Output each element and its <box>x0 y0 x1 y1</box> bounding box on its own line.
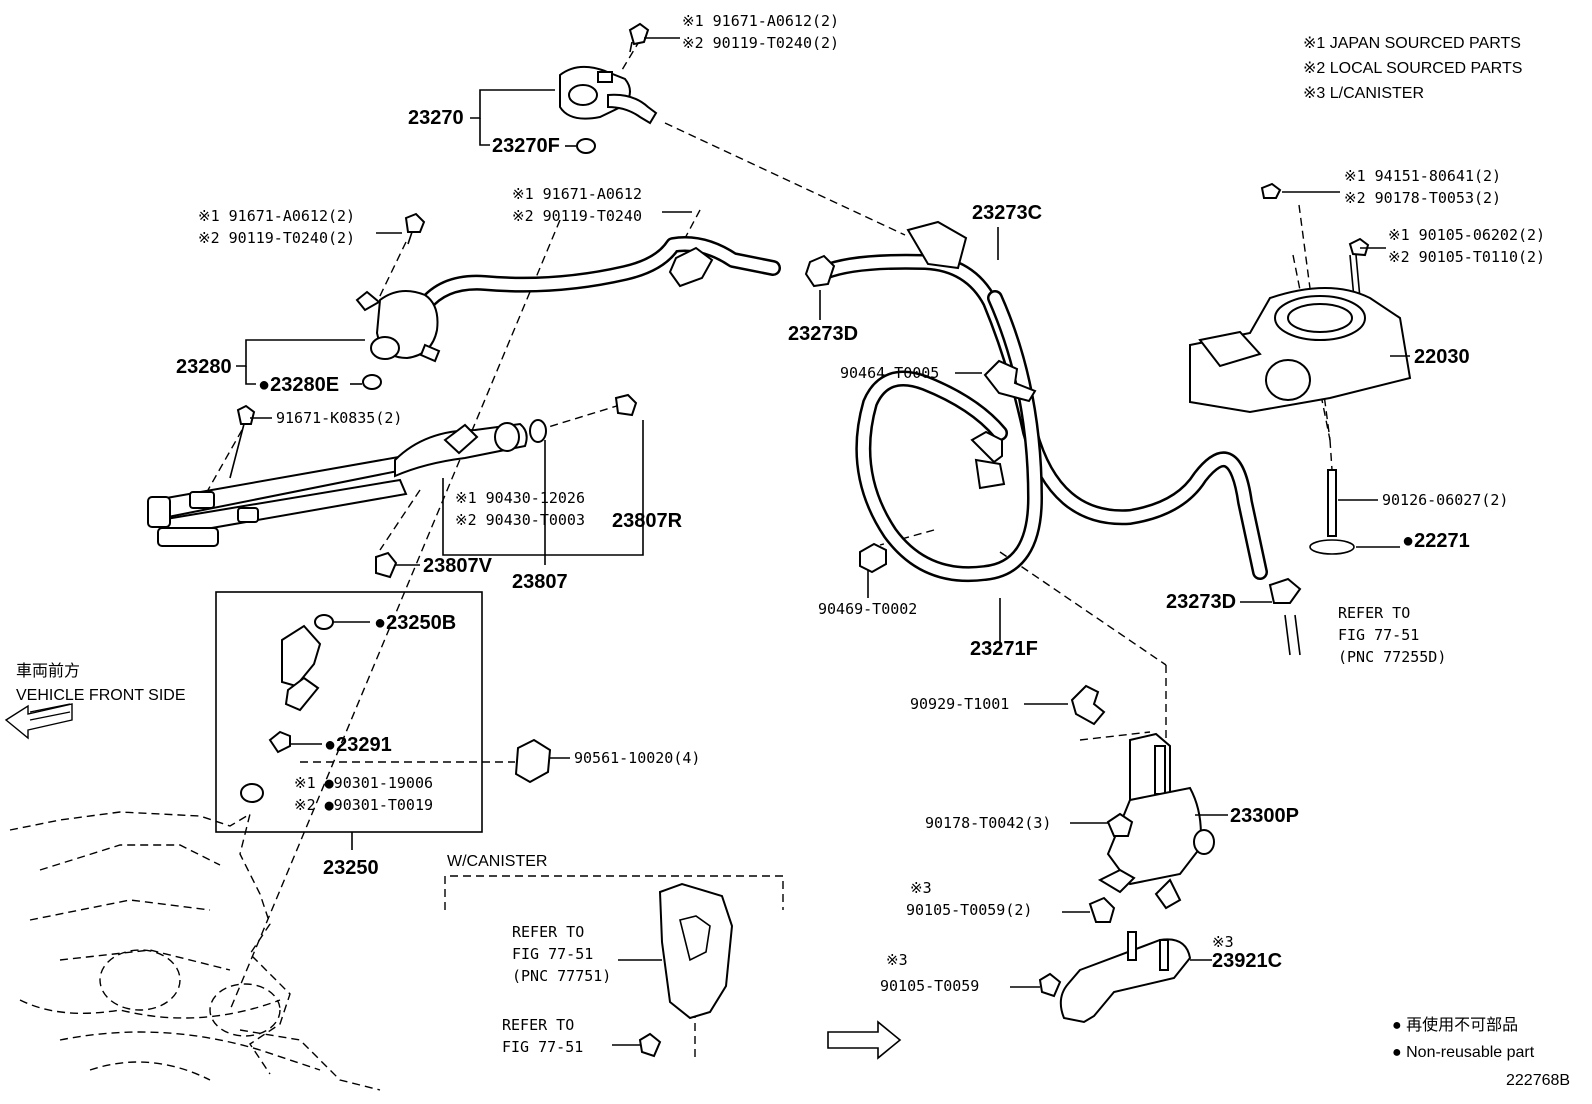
label-90561: 90561-10020(4) <box>574 749 700 767</box>
label-90301-jp: ※1 ●90301-19006 <box>294 774 433 792</box>
label-22271: ●22271 <box>1402 530 1470 552</box>
label-23807: 23807 <box>512 571 568 593</box>
ref-bolt-line1: REFER TO <box>502 1016 574 1034</box>
label-23300P: 23300P <box>1230 805 1299 827</box>
reference-notes: REFER TO FIG 77-51 (PNC 77255D) REFER TO… <box>447 604 1446 1056</box>
label-90105-T0059-mark: ※3 <box>886 951 908 969</box>
label-23921C: 23921C <box>1212 950 1282 972</box>
legend-japan-sourced: ※1 JAPAN SOURCED PARTS <box>1303 35 1521 52</box>
figure-id: 222768B <box>1506 1072 1570 1089</box>
nonreusable-en: ● Non-reusable part <box>1392 1044 1535 1061</box>
label-23280: 23280 <box>176 356 232 378</box>
pressure-damper-23270 <box>559 22 658 154</box>
label-23270-bolt-jp: ※1 91671-A0612(2) <box>682 12 839 30</box>
guide-lines <box>207 39 1333 1060</box>
label-23280-bolt-jp: ※1 91671-A0612(2) <box>198 207 355 225</box>
label-23250: 23250 <box>323 857 379 879</box>
nonreusable-jp: ● 再使用不可部品 <box>1392 1016 1518 1034</box>
bracket-23921C <box>1010 896 1212 1024</box>
label-90126: 90126-06027(2) <box>1382 491 1508 509</box>
label-23273D-top: 23273D <box>788 323 858 345</box>
label-90430-jp: ※1 90430-12026 <box>455 489 585 507</box>
ref-bolt-line2: FIG 77-51 <box>502 1038 583 1056</box>
ref-right-line3: (PNC 77255D) <box>1338 648 1446 666</box>
legend: ※1 JAPAN SOURCED PARTS ※2 LOCAL SOURCED … <box>1303 35 1522 102</box>
bracket-23807 <box>395 420 644 566</box>
ref-right-line2: FIG 77-51 <box>1338 626 1419 644</box>
front-direction-arrow <box>4 703 73 740</box>
label-23291: ●23291 <box>324 734 392 756</box>
vehicle-front-label: 車両前方 VEHICLE FRONT SIDE <box>16 662 186 704</box>
label-23250B: ●23250B <box>374 612 456 634</box>
label-90105-T0059: 90105-T0059 <box>880 977 979 995</box>
label-23270F: 23270F <box>492 135 560 157</box>
label-90105-T0059-2: 90105-T0059(2) <box>906 901 1032 919</box>
hose-clamps <box>859 359 1106 726</box>
vacuum-hoses <box>804 220 1302 656</box>
label-90301-local: ※2 ●90301-T0019 <box>294 796 433 814</box>
label-mid-bolt-jp: ※1 91671-A0612 <box>512 185 642 203</box>
vsv-23300P <box>1070 732 1228 910</box>
label-94151-local: ※2 90178-T0053(2) <box>1344 189 1501 207</box>
ref-canister-line2: FIG 77-51 <box>512 945 593 963</box>
label-23807R: 23807R <box>612 510 683 532</box>
label-90469: 90469-T0002 <box>818 600 917 618</box>
label-23273C: 23273C <box>972 202 1042 224</box>
vehicle-front-jp: 車両前方 <box>16 662 80 680</box>
ref-right-line1: REFER TO <box>1338 604 1410 622</box>
legend-local-sourced: ※2 LOCAL SOURCED PARTS <box>1303 60 1522 77</box>
label-90464: 90464-T0005 <box>840 364 939 382</box>
throttle-body-22030 <box>1189 182 1412 555</box>
injector-kit-box <box>215 591 483 833</box>
label-22030: 22030 <box>1414 346 1470 368</box>
label-23280E: ●23280E <box>258 374 339 396</box>
label-23270: 23270 <box>408 107 464 129</box>
engine-outline <box>9 811 381 1091</box>
fuel-rail <box>147 393 638 579</box>
ref-canister-line1: REFER TO <box>512 923 584 941</box>
w-canister-label: W/CANISTER <box>447 853 547 870</box>
label-94151-jp: ※1 94151-80641(2) <box>1344 167 1501 185</box>
injector-kit-23250 <box>215 591 483 850</box>
label-91671-K0835: 91671-K0835(2) <box>276 409 402 427</box>
label-mid-bolt-local: ※2 90119-T0240 <box>512 207 642 225</box>
part-labels: ※1 91671-A0612(2) ※2 90119-T0240(2) 2327… <box>176 12 1545 995</box>
vehicle-front-en: VEHICLE FRONT SIDE <box>16 687 186 704</box>
label-90929: 90929-T1001 <box>910 695 1009 713</box>
legend-l-canister: ※3 L/CANISTER <box>1303 85 1424 102</box>
label-90105-local: ※2 90105-T0110(2) <box>1388 248 1545 266</box>
label-90178: 90178-T0042(3) <box>925 814 1051 832</box>
grommet-90561 <box>514 738 570 784</box>
pressure-regulator-23280 <box>355 212 781 390</box>
label-23273D-right: 23273D <box>1166 591 1236 613</box>
canister-section <box>444 875 902 1060</box>
label-23271F: 23271F <box>970 638 1038 660</box>
footer: ● 再使用不可部品 ● Non-reusable part 222768B <box>1392 1016 1570 1089</box>
label-90105-T0059-2-mark: ※3 <box>910 879 932 897</box>
label-23270-bolt-local: ※2 90119-T0240(2) <box>682 34 839 52</box>
label-23921C-mark: ※3 <box>1212 933 1234 951</box>
label-90105-jp: ※1 90105-06202(2) <box>1388 226 1545 244</box>
label-23807V: 23807V <box>423 555 493 577</box>
label-90430-local: ※2 90430-T0003 <box>455 511 585 529</box>
ref-canister-line3: (PNC 77751) <box>512 967 611 985</box>
label-23280-bolt-local: ※2 90119-T0240(2) <box>198 229 355 247</box>
